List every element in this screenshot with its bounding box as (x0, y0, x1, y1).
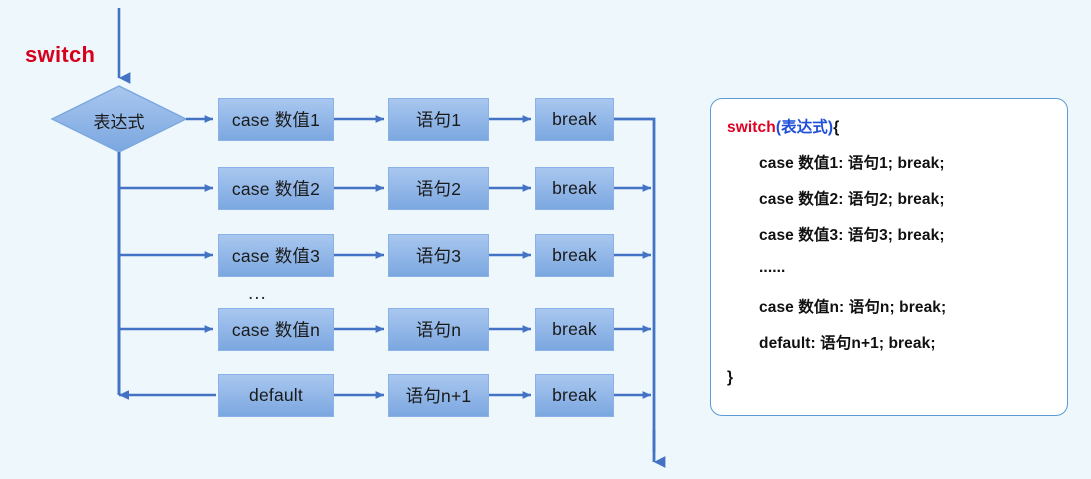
code-brace-open: { (833, 119, 840, 136)
case-box-n[interactable]: case 数值n (218, 308, 334, 351)
code-body-line-3: case 数值3: 语句3; break; (759, 227, 945, 244)
decision-diamond-label: 表达式 (93, 113, 145, 132)
statement-box-default[interactable]: 语句n+1 (388, 374, 489, 417)
switch-entry-label: switch (25, 42, 96, 67)
break-box-default[interactable]: break (535, 374, 614, 417)
code-body-line-n: case 数值n: 语句n; break; (759, 299, 947, 316)
code-expression: 表达式 (781, 119, 828, 136)
code-body-line-2: case 数值2: 语句2; break; (759, 191, 945, 208)
code-header-line: switch(表达式){ (727, 115, 839, 137)
break-1-to-trunk (614, 117, 656, 452)
code-keyword-switch: switch (727, 119, 776, 136)
case-box-3[interactable]: case 数值3 (218, 234, 334, 277)
code-body-line-default: default: 语句n+1; break; (759, 335, 936, 352)
rows-ellipsis: ... (248, 283, 267, 304)
default-box[interactable]: default (218, 374, 334, 417)
statement-box-3[interactable]: 语句3 (388, 234, 489, 277)
statement-box-n[interactable]: 语句n (388, 308, 489, 351)
break-box-1[interactable]: break (535, 98, 614, 141)
code-body-line-1: case 数值1: 语句1; break; (759, 155, 945, 172)
break-box-3[interactable]: break (535, 234, 614, 277)
code-body-ellipsis: ...... (759, 259, 786, 276)
syntax-code-panel: switch(表达式){ case 数值1: 语句1; break; case … (710, 98, 1068, 416)
code-paren-open: ( (775, 119, 782, 136)
break-box-n[interactable]: break (535, 308, 614, 351)
case-box-2[interactable]: case 数值2 (218, 167, 334, 210)
statement-box-2[interactable]: 语句2 (388, 167, 489, 210)
case-box-1[interactable]: case 数值1 (218, 98, 334, 141)
statement-box-1[interactable]: 语句1 (388, 98, 489, 141)
code-brace-close: } (727, 369, 734, 386)
break-box-2[interactable]: break (535, 167, 614, 210)
code-paren-close: ) (827, 119, 834, 136)
